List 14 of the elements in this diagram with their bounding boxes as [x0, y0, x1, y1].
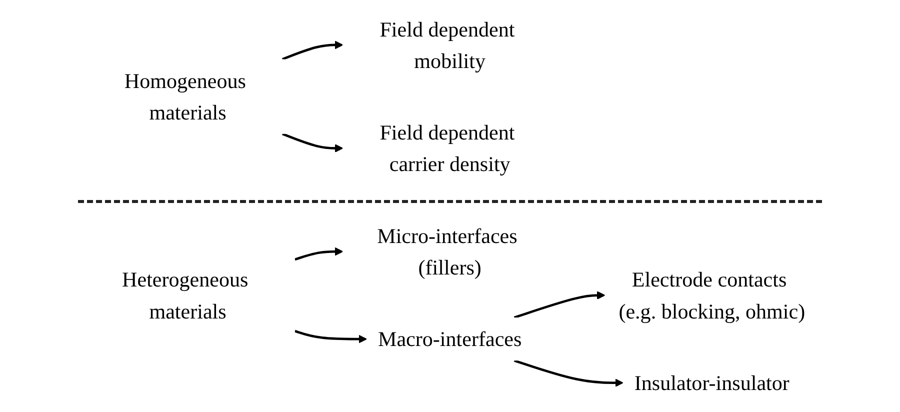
arrow [514, 359, 624, 388]
node-text: Heterogeneous materials [122, 268, 248, 324]
node-text: Homogeneous materials [124, 68, 246, 124]
node-text: Field dependent carrier density [380, 120, 515, 176]
arrow [514, 291, 606, 319]
arrow [282, 132, 344, 152]
node-text: Insulator-insulator [634, 370, 790, 395]
arrow [282, 40, 344, 60]
node-text: Micro-interfaces (fillers) [377, 224, 518, 280]
node-text: Electrode contacts (e.g. blocking, ohmic) [618, 268, 806, 324]
arrow [294, 247, 344, 261]
node-text: Macro-interfaces [378, 327, 522, 352]
arrow [294, 330, 368, 344]
node-text: Field dependent mobility [380, 17, 515, 73]
